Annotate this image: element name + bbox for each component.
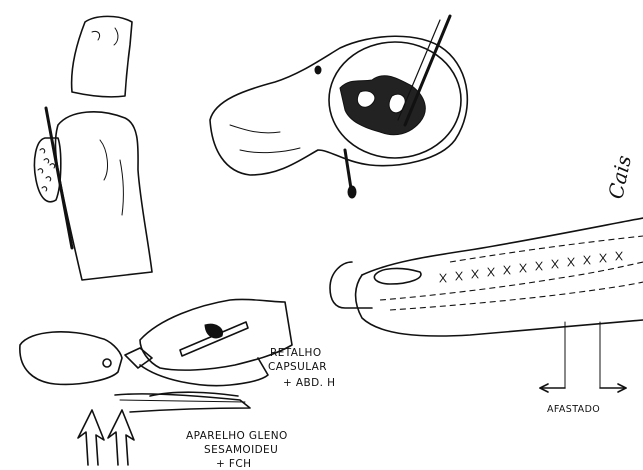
label-afastado: AFASTADO xyxy=(547,404,600,415)
finger-with-retractor xyxy=(330,218,643,392)
label-fch: + FCH xyxy=(216,458,251,470)
capsular-flap-drawing xyxy=(20,299,292,412)
label-capsular: CAPSULAR xyxy=(268,361,327,373)
signature-text: Cais xyxy=(603,153,636,201)
bone-cross-section xyxy=(210,16,467,198)
label-retalho: RETALHO xyxy=(270,347,322,359)
label-abd-h: + ABD. H xyxy=(283,377,335,389)
artist-signature: Cais xyxy=(603,153,636,201)
bone-shaft-left xyxy=(34,108,152,280)
label-sesamoideu: SESAMOIDEU xyxy=(204,444,278,456)
upward-arrows xyxy=(78,410,134,465)
label-aparelho-gleno: APARELHO GLENO xyxy=(186,430,288,442)
bone-fragment-top xyxy=(72,16,132,96)
